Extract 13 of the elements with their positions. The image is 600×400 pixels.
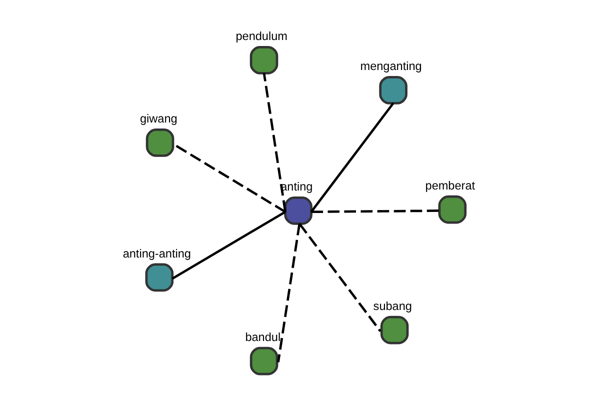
node-label: pendulum	[236, 30, 288, 44]
node-label: giwang	[140, 112, 178, 126]
node-label: pemberat	[425, 180, 476, 193]
connector	[310, 102, 394, 213]
connector	[298, 222, 382, 332]
connector	[172, 210, 286, 280]
connector	[262, 72, 286, 212]
node-label: anting-anting	[122, 247, 191, 260]
connector	[277, 223, 301, 362]
node-label: menganting	[360, 60, 422, 74]
node-label: subang	[373, 300, 412, 314]
node-label: bandul	[245, 331, 281, 344]
connector	[311, 210, 440, 214]
